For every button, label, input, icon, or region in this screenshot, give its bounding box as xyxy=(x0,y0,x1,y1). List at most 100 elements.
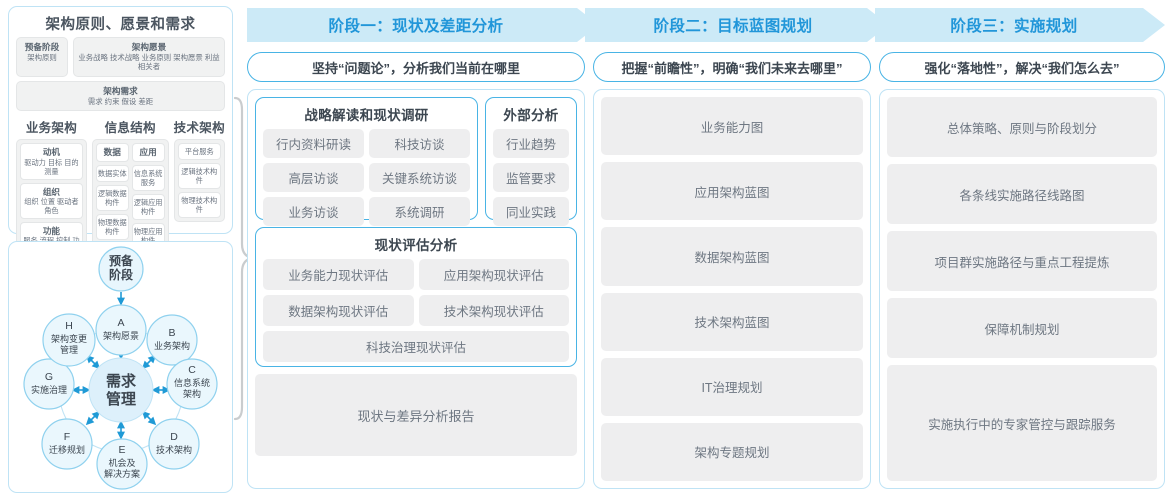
strategy-research-group: 战略解读和现状调研 行内资料研读 科技访谈 高层访谈 关键系统访谈 业务访谈 系… xyxy=(255,97,478,226)
cell-logical-technology-component: 逻辑技术构件 xyxy=(177,163,221,190)
svg-text:迁移规划: 迁移规划 xyxy=(49,444,85,455)
list-item[interactable]: 保障机制规划 xyxy=(887,298,1157,358)
external-analysis-group: 外部分析 行业趋势 监管要求 同业实践 xyxy=(485,97,577,226)
phase-2-slogan: 把握“前瞻性”，明确“我们未来去哪里” xyxy=(593,52,871,82)
cell-physical-data-component: 物理数据构件 xyxy=(95,213,129,240)
phase-banner-shape xyxy=(247,8,1165,42)
list-item[interactable]: 科技访谈 xyxy=(369,129,470,158)
status-evaluation-group: 现状评估分析 业务能力现状评估 应用架构现状评估 数据架构现状评估 技术架构现状… xyxy=(255,227,577,367)
node-e xyxy=(96,438,148,490)
cell-logical-data-component: 逻辑数据构件 xyxy=(95,184,129,211)
node-prelim-phase xyxy=(98,246,144,292)
cell-organization: 组织 组织 位置 驱动者 角色 xyxy=(20,182,83,219)
cell-application-title: 应用 xyxy=(131,143,165,162)
architecture-vision-title: 架构愿景 xyxy=(131,42,167,52)
phase-1-report[interactable]: 现状与差异分析报告 xyxy=(255,374,577,456)
list-item[interactable]: 关键系统访谈 xyxy=(369,163,470,192)
external-analysis-items: 行业趋势 监管要求 同业实践 xyxy=(493,129,569,226)
phase-1-slogan: 坚持“问题论”，分析我们当前在哪里 xyxy=(247,52,585,82)
prelim-phase-items: 架构原则 xyxy=(27,52,57,62)
list-item[interactable]: 业务访谈 xyxy=(263,197,364,226)
list-item[interactable]: 技术架构蓝图 xyxy=(601,292,863,351)
phase-1-top-row: 战略解读和现状调研 行内资料研读 科技访谈 高层访谈 关键系统访谈 业务访谈 系… xyxy=(255,97,577,226)
list-item[interactable]: 业务能力现状评估 xyxy=(263,259,414,290)
list-item[interactable]: IT治理规划 xyxy=(601,357,863,416)
node-requirements-management xyxy=(88,357,154,423)
cell-logical-application-component: 逻辑应用构件 xyxy=(131,193,165,220)
svg-text:C: C xyxy=(188,364,196,376)
list-item[interactable]: 行业趋势 xyxy=(493,129,569,158)
svg-text:B: B xyxy=(168,327,175,339)
list-item[interactable]: 各条线实施路径线路图 xyxy=(887,164,1157,224)
svg-text:管理: 管理 xyxy=(60,344,78,355)
external-analysis-title: 外部分析 xyxy=(503,108,559,123)
phase-2-column: 把握“前瞻性”，明确“我们未来去哪里” 业务能力图 应用架构蓝图 数据架构蓝图 … xyxy=(593,52,871,489)
list-item[interactable]: 同业实践 xyxy=(493,197,569,226)
information-structure-column: 信息结构 数据 数据实体 逻辑数据构件 xyxy=(91,117,169,262)
svg-text:管理: 管理 xyxy=(106,390,136,408)
phase-3-slogan: 强化“落地性”，解决“我们怎么去” xyxy=(879,52,1165,82)
prelim-phase-title: 预备阶段 xyxy=(24,42,60,52)
left-column: 架构原则、愿景和需求 预备阶段 架构原则 架构愿景 业务战略 技术战略 业务原则… xyxy=(8,6,233,493)
strategy-research-items: 行内资料研读 科技访谈 高层访谈 关键系统访谈 业务访谈 系统调研 xyxy=(263,129,470,226)
cell-data-title: 数据 xyxy=(95,143,129,162)
list-item[interactable]: 业务能力图 xyxy=(601,97,863,156)
svg-text:H: H xyxy=(65,320,73,332)
svg-text:D: D xyxy=(170,431,178,443)
phase-3-column: 强化“落地性”，解决“我们怎么去” 总体策略、原则与阶段划分 各条线实施路径线路… xyxy=(879,52,1165,489)
svg-text:F: F xyxy=(64,431,70,443)
prelim-phase-box: 预备阶段 架构原则 xyxy=(16,37,68,77)
node-c xyxy=(166,358,218,410)
status-evaluation-title: 现状评估分析 xyxy=(374,238,458,253)
technology-architecture-column: 技术架构 平台服务 逻辑技术构件 物理技术构件 xyxy=(173,117,225,262)
technology-architecture-title: 技术架构 xyxy=(173,121,225,136)
list-item[interactable]: 应用架构现状评估 xyxy=(418,259,569,290)
node-d xyxy=(148,418,200,470)
adm-cycle-svg: 预备 阶段 需求 管理 A 架构愿景 B 业务架构 xyxy=(23,246,218,490)
svg-text:A: A xyxy=(117,317,124,329)
phase-1-column: 坚持“问题论”，分析我们当前在哪里 战略解读和现状调研 行内资料研读 科技访谈 … xyxy=(247,52,585,489)
cell-platform-service: 平台服务 xyxy=(177,143,221,161)
node-a xyxy=(95,304,147,356)
svg-text:业务架构: 业务架构 xyxy=(154,340,190,351)
strategy-research-title: 战略解读和现状调研 xyxy=(304,108,429,123)
svg-text:架构变更: 架构变更 xyxy=(51,333,87,344)
list-item[interactable]: 总体策略、原则与阶段划分 xyxy=(887,97,1157,157)
svg-text:G: G xyxy=(45,371,53,383)
svg-text:技术架构: 技术架构 xyxy=(156,444,192,455)
framework-title: 架构原则、愿景和需求 xyxy=(45,17,196,33)
framework-row-1: 预备阶段 架构原则 架构愿景 业务战略 技术战略 业务原则 架构愿景 利益相关者 xyxy=(16,37,225,77)
list-item[interactable]: 监管要求 xyxy=(493,163,569,192)
phase-banner: 阶段一：现状及差距分析 阶段二：目标蓝图规划 阶段三：实施规划 xyxy=(247,8,1165,42)
status-evaluation-items: 业务能力现状评估 应用架构现状评估 数据架构现状评估 技术架构现状评估 科技治理… xyxy=(263,259,569,362)
phase-2-banner-label: 阶段二：目标蓝图规划 xyxy=(653,18,813,35)
list-item[interactable]: 行内资料研读 xyxy=(263,129,364,158)
list-item[interactable]: 技术架构现状评估 xyxy=(418,295,569,326)
svg-text:E: E xyxy=(118,444,125,456)
svg-text:需求: 需求 xyxy=(106,372,137,390)
svg-text:实施治理: 实施治理 xyxy=(31,384,67,395)
list-item[interactable]: 系统调研 xyxy=(369,197,470,226)
list-item[interactable]: 数据架构蓝图 xyxy=(601,227,863,286)
list-item[interactable]: 实施执行中的专家管控与跟踪服务 xyxy=(887,365,1157,481)
togaf-framework-panel: 架构原则、愿景和需求 预备阶段 架构原则 架构愿景 业务战略 技术战略 业务原则… xyxy=(8,6,233,309)
architecture-vision-box: 架构愿景 业务战略 技术战略 业务原则 架构愿景 利益相关者 xyxy=(73,37,225,77)
cell-motivation: 动机 驱动力 目标 目的 测量 xyxy=(20,143,83,180)
list-item[interactable]: 高层访谈 xyxy=(263,163,364,192)
list-item[interactable]: 项目群实施路径与重点工程提炼 xyxy=(887,231,1157,291)
list-item[interactable]: 架构专题规划 xyxy=(601,422,863,482)
information-structure-title: 信息结构 xyxy=(104,121,156,136)
data-subcolumn: 数据 数据实体 逻辑数据构件 物理数据构件 xyxy=(95,143,129,248)
svg-text:信息系统: 信息系统 xyxy=(174,377,210,388)
business-architecture-title: 业务架构 xyxy=(25,121,78,136)
list-item[interactable]: 科技治理现状评估 xyxy=(263,331,569,362)
list-item[interactable]: 应用架构蓝图 xyxy=(601,162,863,221)
cell-information-system-service: 信息系统服务 xyxy=(131,164,165,191)
node-f xyxy=(41,418,93,470)
svg-text:架构: 架构 xyxy=(183,388,201,399)
adm-cycle-diagram: 预备 阶段 需求 管理 A 架构愿景 B 业务架构 xyxy=(9,242,232,492)
information-structure-body: 数据 数据实体 逻辑数据构件 物理数据构件 xyxy=(91,139,169,253)
list-item[interactable]: 数据架构现状评估 xyxy=(263,295,414,326)
svg-text:解决方案: 解决方案 xyxy=(104,468,140,479)
technology-architecture-body: 平台服务 逻辑技术构件 物理技术构件 xyxy=(173,139,225,223)
